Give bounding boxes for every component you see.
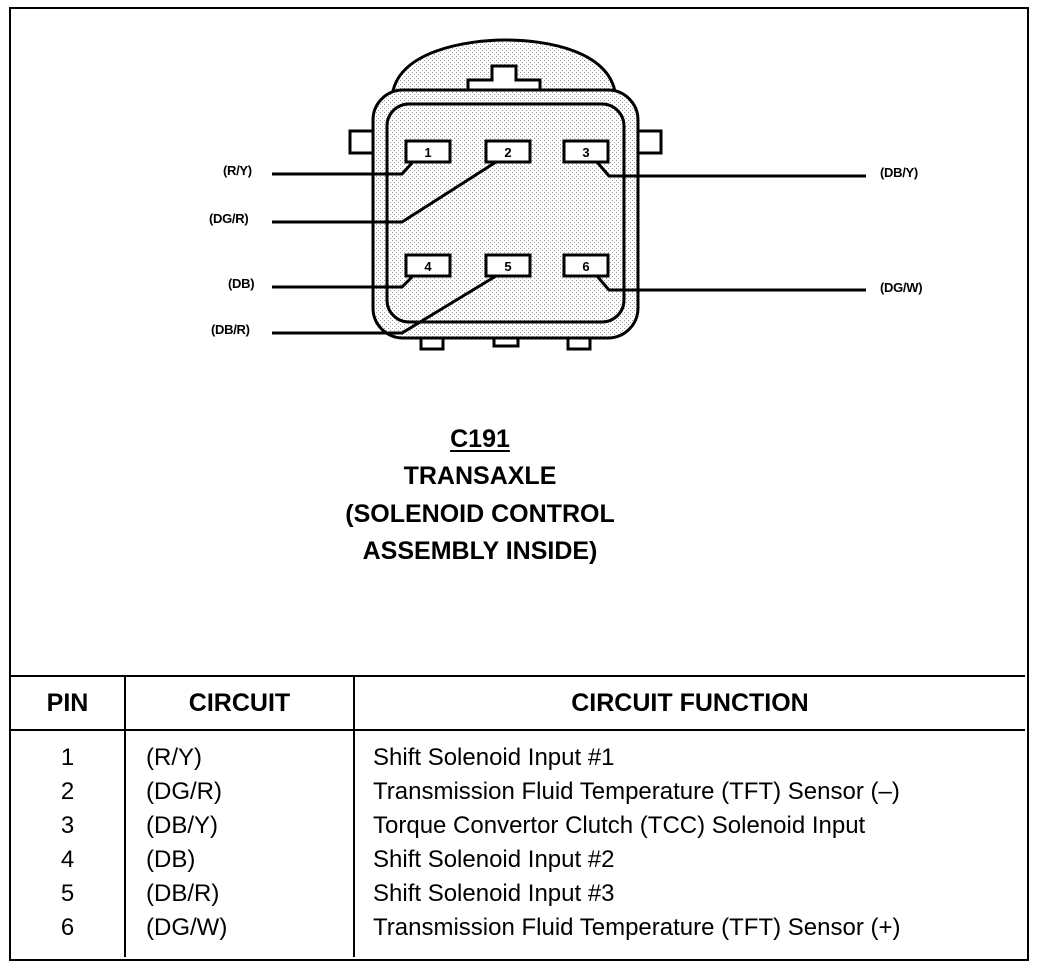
circuit-cell: (DB/Y) — [146, 812, 218, 839]
pin-cell: 1 — [60, 744, 75, 771]
circuit-cell: (DG/W) — [146, 914, 228, 941]
pin-cell: 6 — [60, 914, 75, 941]
pin-number-6: 6 — [582, 259, 589, 274]
wire-label-pin-1: (R/Y) — [223, 163, 252, 178]
circuit-cell: (DB) — [146, 846, 196, 873]
circuit-cell: (DG/R) — [146, 778, 222, 805]
connector-id: C191 — [450, 425, 510, 453]
wire-label-pin-3: (DB/Y) — [880, 165, 918, 180]
function-cell: Transmission Fluid Temperature (TFT) Sen… — [373, 914, 901, 941]
wire-pin-1 — [272, 161, 414, 176]
pin-box-2: 2 — [484, 139, 532, 164]
circuit-column: (R/Y) (DG/R) (DB/Y) (DB) (DB/R) (DG/W) — [124, 730, 354, 957]
function-cell: Torque Convertor Clutch (TCC) Solenoid I… — [373, 812, 866, 839]
wire-label-pin-6: (DG/W) — [880, 280, 923, 295]
circuit-cell: (DB/R) — [146, 880, 220, 907]
wire-pin-3 — [595, 161, 866, 178]
pin-column: 1 2 3 4 5 6 — [11, 730, 125, 957]
function-cell: Transmission Fluid Temperature (TFT) Sen… — [373, 778, 900, 805]
wire-pin-6 — [595, 275, 866, 292]
wire-pin-2 — [272, 160, 497, 224]
pin-cell: 2 — [60, 778, 75, 805]
header-circuit: CIRCUIT — [124, 675, 354, 731]
header-pin: PIN — [11, 675, 125, 731]
wire-label-pin-2: (DG/R) — [209, 211, 249, 226]
function-cell: Shift Solenoid Input #2 — [373, 846, 615, 873]
pin-cell: 5 — [60, 880, 75, 907]
pin-cell: 3 — [60, 812, 75, 839]
pin-number-4: 4 — [424, 259, 432, 274]
connector-right-ear — [634, 129, 663, 155]
circuit-cell: (R/Y) — [146, 744, 202, 771]
connector-title-line-2: (SOLENOID CONTROL — [345, 500, 615, 528]
wire-label-pin-4: (DB) — [228, 276, 255, 291]
wire-label-pin-5: (DB/R) — [211, 322, 250, 337]
connector-inner-shell — [385, 102, 626, 324]
table-header-row: PIN CIRCUIT CIRCUIT FUNCTION — [11, 675, 1025, 731]
table-body-row: 1 2 3 4 5 6 (R/Y) (DG/R) (DB/Y) (DB) (DB… — [11, 730, 1025, 957]
pin-table: PIN CIRCUIT CIRCUIT FUNCTION 1 2 3 4 5 6… — [11, 675, 1025, 957]
diagram-frame — [9, 7, 1029, 961]
connector-title-line-1: TRANSAXLE — [403, 462, 557, 490]
function-cell: Shift Solenoid Input #3 — [373, 880, 615, 907]
pin-number-1: 1 — [424, 145, 431, 160]
wire-pin-5 — [272, 274, 497, 335]
pin-number-3: 3 — [582, 145, 589, 160]
pin-box-5: 5 — [484, 253, 532, 278]
pin-cell: 4 — [60, 846, 75, 873]
pin-box-4: 4 — [404, 253, 452, 278]
header-circuit-function: CIRCUIT FUNCTION — [353, 675, 1025, 731]
function-column: Shift Solenoid Input #1 Transmission Flu… — [353, 730, 1025, 957]
connector-top-key — [466, 64, 542, 95]
pin-number-5: 5 — [504, 259, 511, 274]
pin-box-3: 3 — [562, 139, 610, 164]
wire-pin-4 — [272, 275, 414, 289]
pin-box-1: 1 — [404, 139, 452, 164]
connector-diagram: 1 2 3 4 5 6 — [272, 38, 866, 351]
connector-left-ear — [348, 129, 377, 155]
function-cell: Shift Solenoid Input #1 — [373, 744, 615, 771]
pin-box-6: 6 — [562, 253, 610, 278]
pin-number-2: 2 — [504, 145, 511, 160]
connector-title-line-3: ASSEMBLY INSIDE) — [362, 537, 598, 565]
